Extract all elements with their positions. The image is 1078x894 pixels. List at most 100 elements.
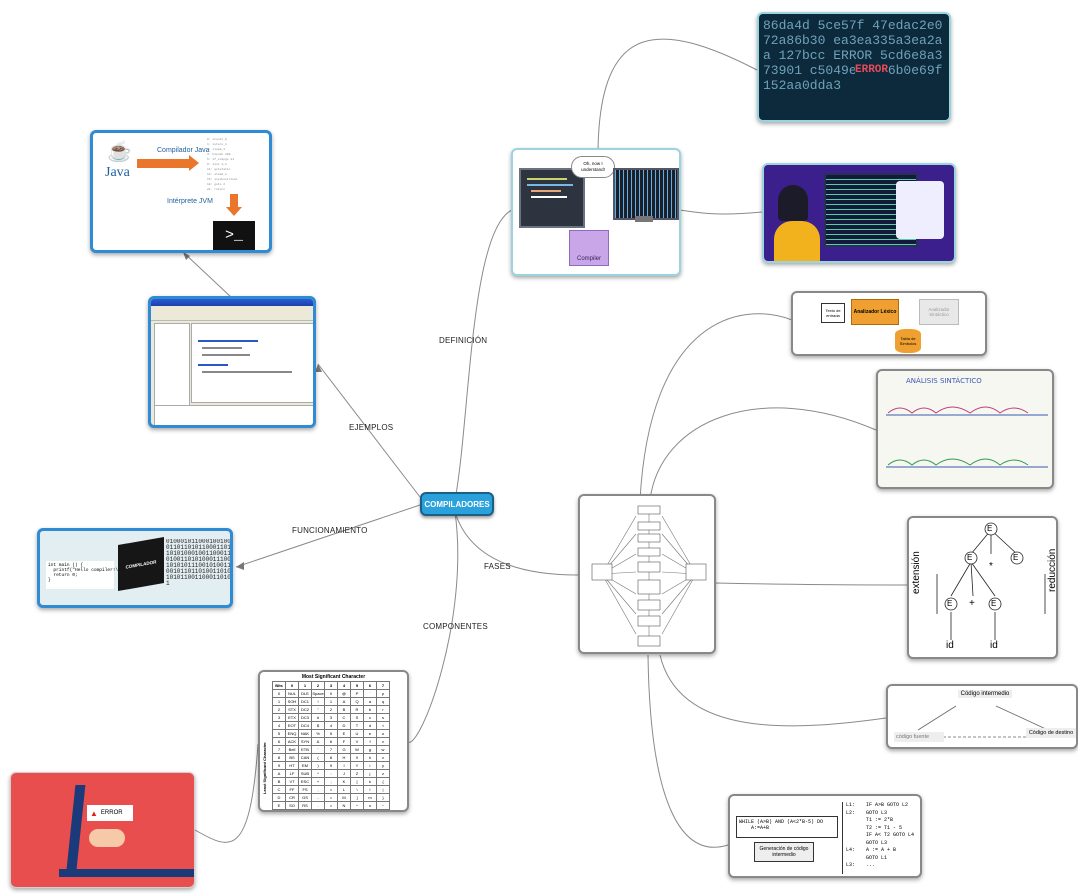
branch-label-definicion[interactable]: DEFINICIÓN [439,336,488,345]
ascii-cell: E [337,729,351,738]
code-generation-diagram[interactable]: WHILE (A>B) AND (A<2*B-5) DO A:=A+B Gene… [728,794,922,878]
error-dialog-label: ERROR [100,810,123,816]
ascii-cell: ETX [285,713,299,722]
link-fases-int [659,654,887,727]
error-laptop-image[interactable]: ▲ ERROR [10,772,195,888]
ascii-cell: E [272,801,286,810]
ascii-cell: ENQ [285,729,299,738]
intermediate-code-arrows [917,705,1049,738]
ascii-cell: o [363,809,377,810]
ascii-cell: q [376,697,390,706]
hex-error-photo[interactable]: 86da4d 5ce57f 47edac2e072a86b30 ea3ea335… [757,12,951,122]
programmer-illustration-image[interactable] [762,163,956,263]
black-box-compiler-image[interactable]: int main () { printf("Hello compiler!\n"… [37,528,233,608]
listing-line: A := A + B [866,847,897,853]
ide-screenshot-image[interactable] [148,296,316,428]
ascii-cell: 2 [324,705,338,714]
ascii-cell: & [311,737,325,746]
ascii-cell: % [311,729,325,738]
person-body [774,221,820,261]
ascii-cell: : [324,769,338,778]
ascii-cell: = [324,793,338,802]
ascii-table-image[interactable]: Most Significant Character Least Signifi… [258,670,409,812]
ascii-cell: ? [324,809,338,810]
compiler-illustration-image[interactable]: Oh, now I understand! Compiler [511,148,681,276]
ascii-cell: 2 [272,705,286,714]
intermediate-code-diagram[interactable]: Código intermedio código fuente Código d… [886,684,1078,749]
branch-label-funcionamiento[interactable]: FUNCIONAMIENTO [292,526,368,535]
ascii-cell: ! [311,697,325,706]
ascii-cell: ( [311,753,325,762]
ascii-cell: D [272,793,286,802]
ascii-cell: 9 [324,761,338,770]
ascii-cell: FS [298,785,312,794]
ascii-cell: ] [350,793,364,802]
parse-tree-diagram[interactable]: E E * E E + E id id extensión reducción [907,516,1058,659]
ascii-cell: _ [350,809,364,810]
ascii-cell: 4 [337,681,351,690]
ascii-cell: f [363,737,377,746]
compiler-phases-flowchart[interactable] [578,494,716,654]
label-l2: L2: [846,809,856,816]
link-def-girl [679,209,763,215]
ascii-cell: ETB [298,745,312,754]
link-java [182,251,233,299]
ascii-cell: DEL [376,809,390,810]
ascii-cell: l [363,785,377,794]
ascii-cell: 7 [376,681,390,690]
ascii-cell: EM [298,761,312,770]
ascii-row: FSIUS/?O_oDEL [272,809,390,810]
tree-node-e1: E [967,553,973,562]
ide-code-editor [191,323,313,403]
ascii-cell: P [350,689,364,698]
ascii-cell: 5 [350,681,364,690]
laptop-screen-edge [66,785,86,869]
ascii-cell: VT [285,777,299,786]
central-topic[interactable]: COMPILADORES [420,492,494,516]
listing-line: IF A< T2 GOTO L4 [866,832,915,838]
syntax-analysis-whiteboard[interactable]: ANÁLISIS SINTÁCTICO [876,369,1054,489]
branch-label-ejemplos[interactable]: EJEMPLOS [349,423,394,432]
ascii-cell: S [350,713,364,722]
ascii-cell: 3 [324,681,338,690]
ascii-table-title: Most Significant Character [301,674,366,680]
branch-label-fases[interactable]: FASES [484,562,511,571]
lexical-analyzer-diagram[interactable]: Texto de entrada Analizador Léxico Anali… [791,291,987,356]
ascii-cell: c [363,713,377,722]
arrow-down-shape [230,194,238,208]
ide-titlebar [151,299,313,306]
ascii-cell: NAK [298,729,312,738]
link-fases [454,511,579,576]
ascii-cell: RS [298,801,312,810]
listing-line: T1 := 2*B [866,817,894,823]
black-box-icon: COMPILADOR [118,536,164,592]
ascii-cell: / [311,809,325,810]
syntactic-analyzer-box: Analizador Sintáctico [919,299,959,325]
ascii-cell: US [298,809,312,810]
tree-node-root: E [987,524,993,533]
error-dialog: ▲ ERROR [87,805,133,821]
ascii-cell: 5 [272,729,286,738]
ascii-cell: 9 [272,761,286,770]
branch-label-componentes[interactable]: COMPONENTES [423,622,488,631]
ascii-cell: V [350,737,364,746]
link-fases-gen [647,654,729,848]
ascii-cell: ) [311,761,325,770]
tree-node-star: * [989,561,993,572]
ascii-cell: g [363,745,377,754]
input-text-box: Texto de entrada [821,303,845,323]
ascii-cell: < [324,785,338,794]
ascii-cell: n [363,801,377,810]
laptop-base [59,869,194,877]
ascii-cell: t [376,721,390,730]
ascii-cell: DLE [298,689,312,698]
ascii-cell: [ [350,777,364,786]
tree-node-plus: + [969,598,975,609]
